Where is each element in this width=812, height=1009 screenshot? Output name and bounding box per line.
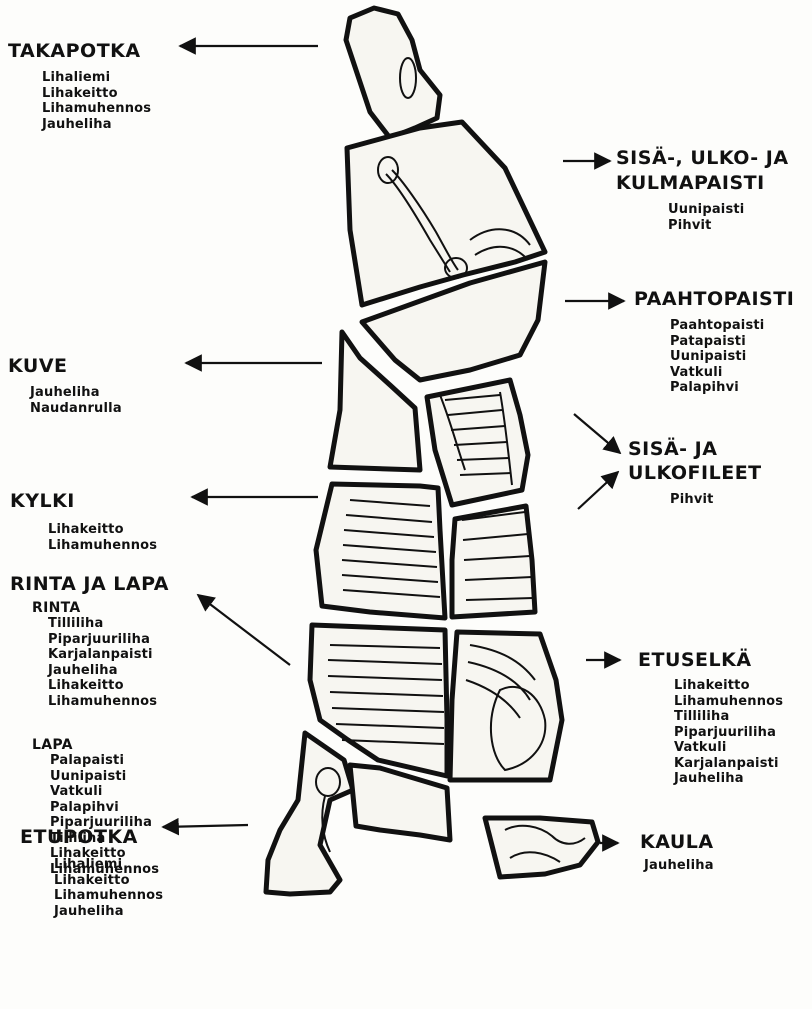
list-kaula: Jauheliha xyxy=(644,858,714,874)
label-etuselka: ETUSELKÄ xyxy=(638,649,752,672)
dish-item: Karjalanpaisti xyxy=(674,756,783,772)
dish-item: Lihakeitto xyxy=(48,522,157,538)
dish-item: Jauheliha xyxy=(30,385,122,401)
dish-item: Lihamuhennos xyxy=(54,888,163,904)
dish-item: Palapihvi xyxy=(50,800,159,816)
label-rinta: RINTA xyxy=(32,600,81,616)
list-sisa-ulkofileet: Pihvit xyxy=(670,492,714,508)
dish-item: Uunipaisti xyxy=(668,202,744,218)
dish-item: Jauheliha xyxy=(48,663,157,679)
dish-item: Vatkuli xyxy=(50,784,159,800)
label-sisa-ulko-kulmapaisti-line1: SISÄ-, ULKO- JA xyxy=(616,147,789,170)
cut-lapa xyxy=(350,765,450,840)
label-etupotka: ETUPOTKA xyxy=(20,826,138,849)
dish-item: Patapaisti xyxy=(670,334,764,350)
label-paahtopaisti: PAAHTOPAISTI xyxy=(634,288,794,311)
dish-item: Lihaliemi xyxy=(54,857,163,873)
dish-item: Uunipaisti xyxy=(670,349,764,365)
cut-etuselka-takaosa xyxy=(452,506,535,617)
label-rinta-ja-lapa: RINTA JA LAPA xyxy=(10,573,169,596)
dish-item: Lihakeitto xyxy=(42,86,151,102)
dish-item: Uunipaisti xyxy=(50,769,159,785)
dish-item: Jauheliha xyxy=(42,117,151,133)
dish-item: Vatkuli xyxy=(670,365,764,381)
dish-item: Lihamuhennos xyxy=(42,101,151,117)
dish-item: Jauheliha xyxy=(674,771,783,787)
cut-etupotka xyxy=(266,733,353,894)
label-kaula: KAULA xyxy=(640,831,714,854)
dish-item: Paahtopaisti xyxy=(670,318,764,334)
dish-item: Vatkuli xyxy=(674,740,783,756)
dish-item: Jauheliha xyxy=(54,904,163,920)
dish-item: Palapaisti xyxy=(50,753,159,769)
dish-item: Lihamuhennos xyxy=(48,538,157,554)
label-sisa-ulko-kulmapaisti-line2: KULMAPAISTI xyxy=(616,172,765,195)
label-takapotka: TAKAPOTKA xyxy=(8,40,141,63)
dish-item: Piparjuuriliha xyxy=(48,632,157,648)
dish-item: Lihamuhennos xyxy=(674,694,783,710)
dish-item: Lihaliemi xyxy=(42,70,151,86)
dish-item: Jauheliha xyxy=(644,858,714,874)
dish-item: Pihvit xyxy=(670,492,714,508)
arrow-rinta-ja-lapa xyxy=(198,595,290,665)
dish-item: Lihakeitto xyxy=(54,873,163,889)
label-kylki: KYLKI xyxy=(10,490,75,513)
dish-item: Naudanrulla xyxy=(30,401,122,417)
dish-item: Piparjuuriliha xyxy=(674,725,783,741)
dish-item: Palapihvi xyxy=(670,380,764,396)
label-kuve: KUVE xyxy=(8,355,68,378)
dish-item: Lihakeitto xyxy=(48,678,157,694)
arrow-sisa-ulkofileet-bottom xyxy=(578,472,618,509)
dish-item: Lihakeitto xyxy=(674,678,783,694)
dish-item: Tilliliha xyxy=(674,709,783,725)
arrow-etupotka xyxy=(163,825,248,827)
label-sisa-ulkofileet-line2: ULKOFILEET xyxy=(628,462,762,485)
arrow-sisa-ulkofileet-top xyxy=(574,414,620,453)
label-sisa-ulkofileet-line1: SISÄ- JA xyxy=(628,438,717,461)
dish-item: Tilliliha xyxy=(48,616,157,632)
cut-etuselka xyxy=(450,632,562,780)
cut-takapotka xyxy=(346,8,440,138)
dish-item: Lihamuhennos xyxy=(48,694,157,710)
dish-item: Pihvit xyxy=(668,218,744,234)
cut-kaula xyxy=(485,818,598,877)
dish-item: Karjalanpaisti xyxy=(48,647,157,663)
label-lapa: LAPA xyxy=(32,737,73,753)
